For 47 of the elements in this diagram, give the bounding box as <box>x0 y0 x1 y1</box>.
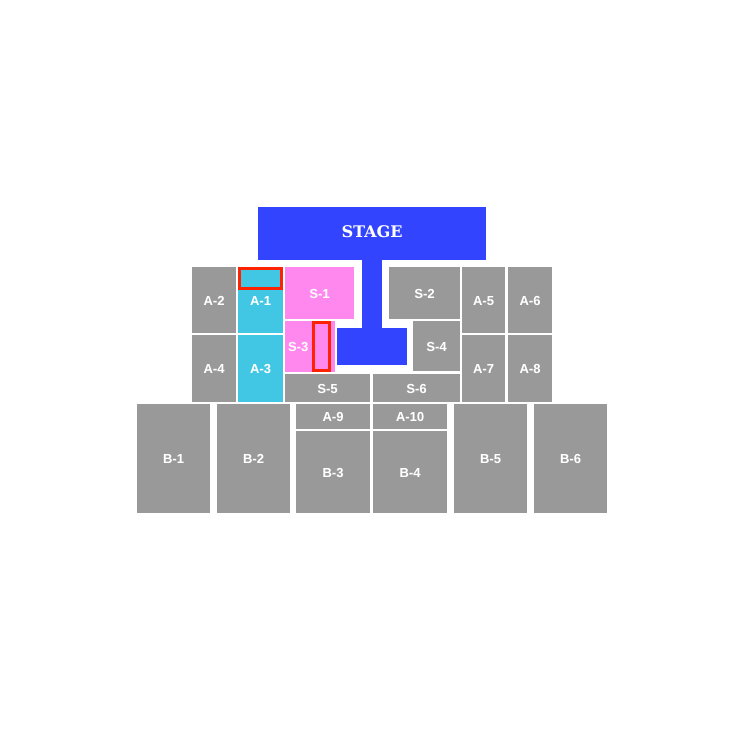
section-label: A-1 <box>250 292 271 308</box>
seating-section <box>217 404 290 513</box>
section-label: A-7 <box>473 361 494 376</box>
seating-section <box>373 431 447 513</box>
stage-label: STAGE <box>340 222 404 241</box>
seating-section <box>285 321 335 372</box>
seating-section <box>534 404 607 513</box>
section-label: A-4 <box>204 361 224 376</box>
seating-section <box>296 404 370 429</box>
seating-section <box>137 404 210 513</box>
seating-section <box>373 374 460 402</box>
section-label: A-2 <box>204 292 224 308</box>
section-label: A-6 <box>520 292 540 308</box>
section-label: S-4 <box>426 338 447 354</box>
seating-section <box>238 267 283 333</box>
section-label: S-1 <box>309 286 330 300</box>
section-label: S-2 <box>414 286 435 300</box>
highlight-frame <box>312 321 331 372</box>
seating-section <box>238 335 283 402</box>
section-label: A-8 <box>520 361 540 376</box>
section-label: A-3 <box>250 361 271 376</box>
section-label: B-1 <box>163 451 184 466</box>
seating-section <box>508 267 552 333</box>
seating-section <box>285 267 354 319</box>
section-label: B-4 <box>400 464 420 480</box>
seating-section <box>413 321 460 371</box>
seating-section <box>462 267 505 333</box>
section-label: S-6 <box>406 380 427 396</box>
seating-section <box>508 335 552 402</box>
seating-section <box>373 404 447 429</box>
section-label: A-5 <box>473 292 494 308</box>
seating-section <box>462 335 505 402</box>
section-label: A-10 <box>396 409 424 424</box>
seating-section <box>454 404 527 513</box>
section-label: S-5 <box>317 380 338 396</box>
section-label: B-2 <box>243 451 264 466</box>
section-label: A-9 <box>322 409 344 424</box>
seating-section <box>389 267 460 319</box>
section-label: B-5 <box>480 451 501 466</box>
section-label: B-6 <box>560 451 581 466</box>
seating-section <box>192 267 236 333</box>
section-label: B-3 <box>322 464 344 480</box>
section-label: S-3 <box>288 339 308 354</box>
seating-section <box>285 374 370 402</box>
seating-section <box>192 335 236 402</box>
seating-section <box>296 431 370 513</box>
highlight-frame <box>238 267 283 290</box>
